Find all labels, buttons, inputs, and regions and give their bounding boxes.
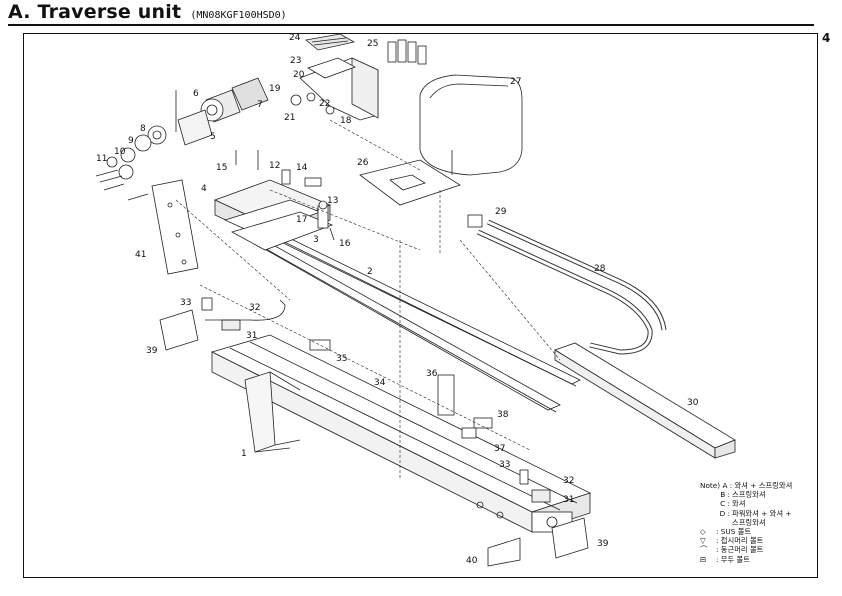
callout-36: 36	[426, 369, 438, 379]
callout-23: 23	[290, 56, 301, 66]
cover-part	[419, 74, 523, 176]
callout-21: 21	[284, 113, 295, 123]
motor-assembly-part	[95, 77, 269, 201]
callout-33-upper: 33	[180, 298, 191, 308]
callout-2: 2	[367, 267, 373, 277]
callout-25: 25	[367, 39, 378, 49]
callout-18: 18	[340, 116, 352, 126]
callout-1: 1	[241, 449, 247, 459]
note-heading: Note)	[700, 481, 721, 490]
callout-15: 15	[216, 163, 227, 173]
note-key: D :	[719, 508, 730, 518]
callout-29: 29	[495, 207, 507, 217]
note-row-a: Note) A : 와셔 + 스프링와셔	[700, 481, 792, 490]
callout-40: 40	[466, 556, 478, 566]
callout-8: 8	[140, 124, 146, 134]
symbol-text: : SUS 볼트	[716, 527, 752, 537]
callout-39-right: 39	[597, 539, 609, 549]
callout-17: 17	[296, 215, 307, 225]
diamond-icon: ◇	[700, 527, 706, 537]
callout-11: 11	[96, 154, 107, 164]
assembly-guide-lines	[175, 119, 561, 480]
misc-parts-group	[159, 214, 589, 567]
callout-34: 34	[374, 378, 386, 388]
callout-20: 20	[293, 70, 305, 80]
callout-4: 4	[201, 184, 207, 194]
callout-16: 16	[339, 239, 351, 249]
callout-41: 41	[135, 250, 146, 260]
arc-icon: ⌒	[700, 545, 708, 555]
page-number: 4	[822, 31, 831, 45]
model-number: (MN08KGF100HSD0)	[190, 10, 287, 21]
callout-3: 3	[313, 235, 319, 245]
callout-numbers: 1 2 3 4 5 6 7 8 9 10 11 12 13 14 15 16 1…	[96, 33, 699, 566]
note-text: 와셔	[732, 499, 746, 509]
callout-35: 35	[336, 354, 347, 364]
title-underline	[8, 24, 814, 26]
note-row-d-cont: 스프링와셔	[700, 518, 792, 527]
callout-13: 13	[327, 196, 338, 206]
note-key: C :	[720, 499, 730, 509]
callout-26: 26	[357, 158, 369, 168]
base-frame-part	[210, 334, 592, 533]
note-row-c: C : 와셔	[700, 499, 792, 508]
callout-10: 10	[114, 147, 126, 157]
callout-24: 24	[289, 33, 301, 43]
symbol-text: : 접시머리 볼트	[716, 536, 764, 546]
note-text: 스프링와셔	[732, 517, 766, 527]
callout-9: 9	[128, 136, 134, 146]
small-parts-group	[235, 92, 335, 241]
callout-28: 28	[594, 264, 606, 274]
boxed-minus-icon: ⊟	[700, 554, 707, 564]
notes-legend: Note) A : 와셔 + 스프링와셔 B : 스프링와셔 C : 와셔 D …	[700, 481, 792, 564]
drawing-frame	[23, 33, 818, 578]
note-text: 파워와셔 + 와셔 +	[732, 508, 792, 518]
symbol-row-round-head: ⌒ : 둥근머리 볼트	[700, 545, 792, 554]
cable-chain-part	[476, 219, 667, 355]
callout-37: 37	[494, 444, 505, 454]
callout-5: 5	[210, 132, 216, 142]
side-bracket-part	[151, 179, 199, 275]
symbol-text: : 둥근머리 볼트	[716, 545, 764, 555]
callout-27: 27	[510, 77, 521, 87]
callout-32-lower: 32	[563, 476, 574, 486]
callout-22: 22	[319, 99, 330, 109]
callout-31-upper: 31	[246, 331, 257, 341]
valve-bracket-part	[299, 33, 427, 121]
cable-channel-part	[554, 342, 736, 459]
callout-14: 14	[296, 163, 308, 173]
callout-30: 30	[687, 398, 699, 408]
note-key: B :	[720, 490, 730, 500]
section-title: A. Traverse unit	[8, 1, 182, 23]
note-text: 와셔 + 스프링와셔	[734, 481, 793, 490]
symbol-text: : 무두 볼트	[716, 554, 750, 564]
callout-6: 6	[193, 89, 199, 99]
callout-33-lower: 33	[499, 460, 510, 470]
callout-39-left: 39	[146, 346, 158, 356]
note-row-d: D : 파워와셔 + 와셔 +	[700, 509, 792, 518]
note-text: 스프링와셔	[732, 490, 766, 500]
callout-32-upper: 32	[249, 303, 260, 313]
triangle-down-icon: ▽	[700, 536, 706, 546]
symbol-row-headless: ⊟ : 무두 볼트	[700, 555, 792, 564]
callout-31-lower: 31	[563, 495, 574, 505]
note-key	[700, 518, 730, 527]
carriage-block-part	[213, 179, 334, 251]
symbol-row-countersunk: ▽ : 접시머리 볼트	[700, 536, 792, 545]
symbol-row-sus: ◇ : SUS 볼트	[700, 527, 792, 536]
note-row-b: B : 스프링와셔	[700, 490, 792, 499]
callout-38: 38	[497, 410, 509, 420]
note-key: A :	[722, 481, 733, 490]
callout-12: 12	[269, 161, 280, 171]
callout-7: 7	[257, 100, 263, 110]
mounting-plate-part	[359, 159, 461, 206]
page-title: A. Traverse unit (MN08KGF100HSD0)	[8, 1, 287, 23]
callout-19: 19	[269, 84, 281, 94]
